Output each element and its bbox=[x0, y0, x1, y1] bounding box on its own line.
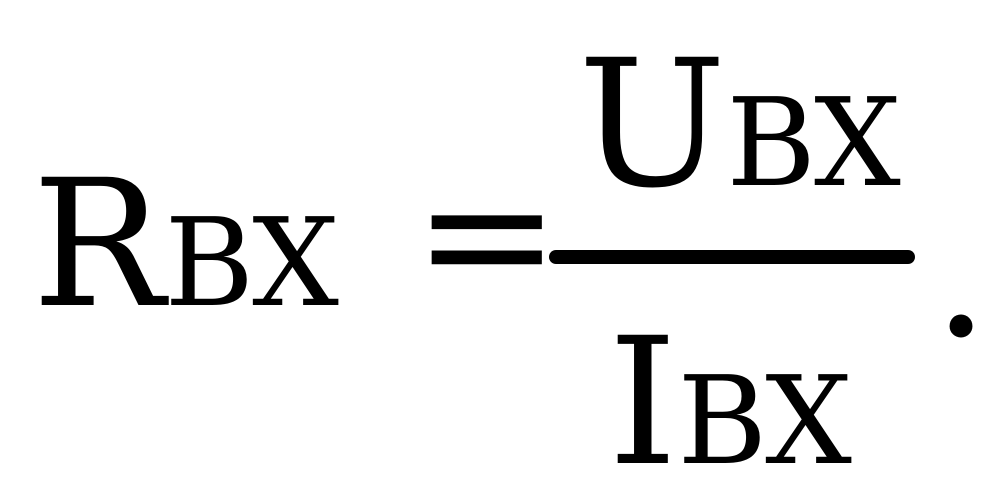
voltage-subscript: ВХ bbox=[726, 72, 901, 214]
resistance-subscript: ВХ bbox=[164, 192, 340, 334]
denominator: IВХ bbox=[608, 315, 852, 493]
input-resistance-term: RВХ bbox=[32, 157, 339, 335]
current-symbol: I bbox=[608, 300, 678, 500]
current-subscript: ВХ bbox=[677, 350, 853, 492]
equals-sign: = bbox=[413, 132, 561, 337]
resistance-symbol: R bbox=[32, 142, 165, 347]
fraction-bar bbox=[549, 250, 915, 264]
numerator: UВХ bbox=[578, 37, 901, 215]
period: . bbox=[933, 172, 989, 377]
voltage-symbol: U bbox=[578, 22, 727, 227]
